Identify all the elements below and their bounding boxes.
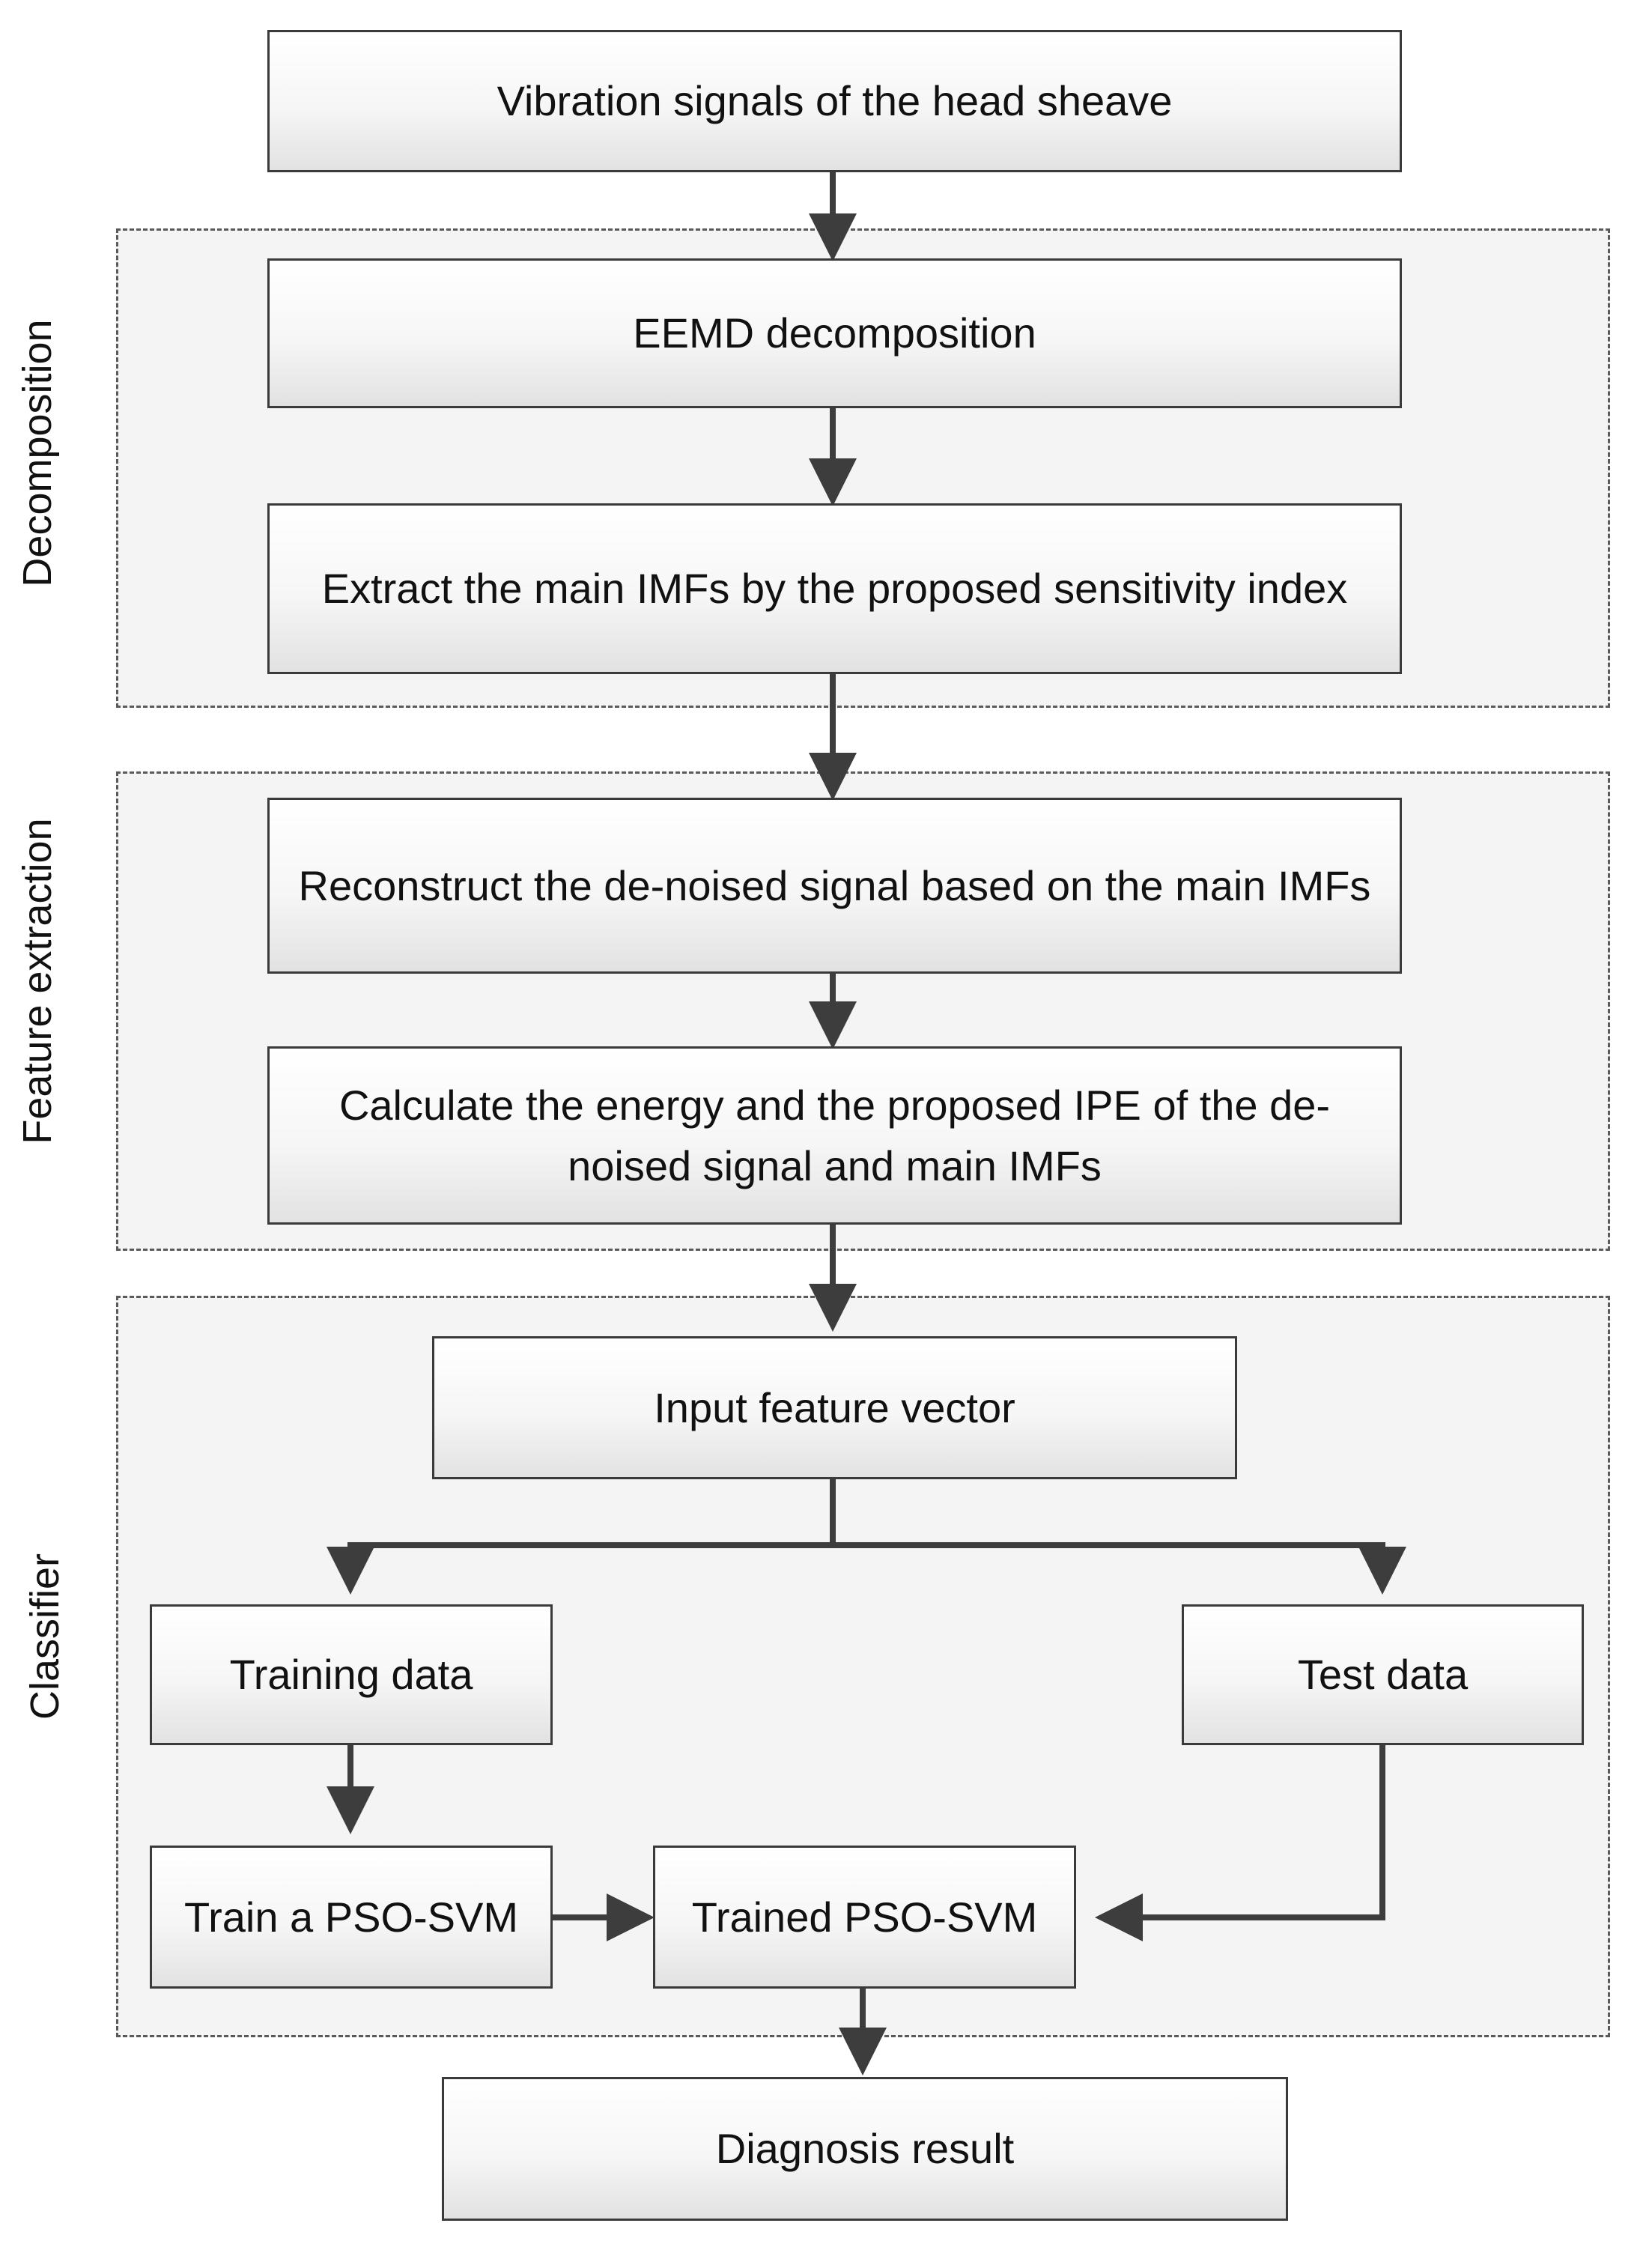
training-data-box: Training data	[150, 1604, 553, 1745]
eemd-decomposition-box: EEMD decomposition	[267, 258, 1402, 408]
input-feature-vector-box: Input feature vector	[432, 1336, 1237, 1479]
test-data-box: Test data	[1182, 1604, 1584, 1745]
trained-pso-svm-box: Trained PSO-SVM	[653, 1846, 1076, 1989]
vibration-signals-box: Vibration signals of the head sheave	[267, 30, 1402, 172]
arrow-test-to-trained	[1095, 1745, 1385, 1941]
train-pso-svm-box: Train a PSO-SVM	[150, 1846, 553, 1989]
split-connector	[327, 1479, 836, 1595]
extract-imfs-box: Extract the main IMFs by the proposed se…	[267, 503, 1402, 674]
split-connector-right	[833, 1542, 1406, 1595]
reconstruct-signal-box: Reconstruct the de-noised signal based o…	[267, 798, 1402, 974]
calculate-energy-ipe-box: Calculate the energy and the proposed IP…	[267, 1046, 1402, 1225]
diagnosis-result-box: Diagnosis result	[442, 2077, 1288, 2221]
